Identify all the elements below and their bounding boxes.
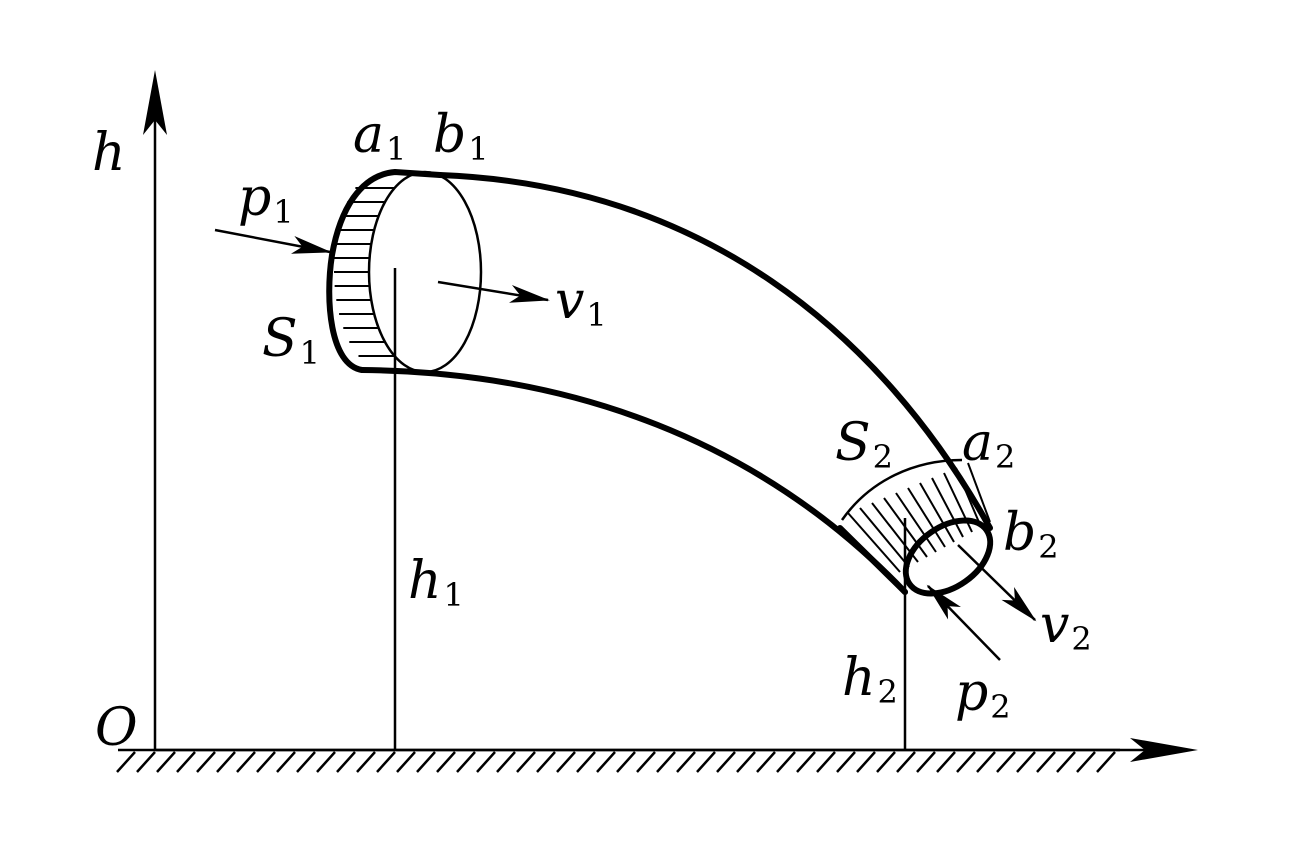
ground-hatch-mark (636, 751, 656, 773)
ground-hatch-mark (596, 751, 616, 773)
ground-hatch-mark (156, 751, 176, 773)
x-axis-arrowhead (1130, 738, 1198, 762)
s2-hatch-line (967, 462, 991, 523)
ground-hatch-mark (656, 751, 676, 773)
ground-hatch-mark (256, 751, 276, 773)
ground-hatch-mark (196, 751, 216, 773)
s2-hatch-line (907, 487, 946, 548)
ground-hatch-mark (536, 751, 556, 773)
s2-hatch-line (955, 467, 982, 528)
s2-hatch-line (931, 477, 964, 538)
ground-hatch-mark (576, 751, 596, 773)
ground-hatch-mark (896, 751, 916, 773)
s2-hatch-line (859, 507, 910, 568)
ground-hatch-mark (236, 751, 256, 773)
v1-arrow (437, 280, 550, 303)
ground-hatch-mark (1096, 751, 1116, 773)
ground-hatch-mark (136, 751, 156, 773)
p2-arrow (926, 584, 1001, 661)
label-v1: v1 (555, 271, 607, 334)
ground-hatch-mark (116, 751, 136, 773)
ground-hatch-mark (396, 751, 416, 773)
v2-arrow (957, 544, 1037, 622)
ground-hatch-mark (616, 751, 636, 773)
tube-top-edge (437, 172, 993, 531)
label-S1: S1 (262, 309, 320, 372)
s2-hatch-line (919, 482, 955, 543)
ground-hatch-mark (1036, 751, 1056, 773)
ground-hatch-mark (716, 751, 736, 773)
ground-hatch-mark (776, 751, 796, 773)
ground-hatch-mark (556, 751, 576, 773)
ground-hatch-mark (816, 751, 836, 773)
ground-hatch-mark (436, 751, 456, 773)
label-h1: h1 (408, 551, 464, 614)
label-b1: b1 (433, 105, 489, 168)
label-O: O (95, 698, 138, 758)
ground-hatch-mark (916, 751, 936, 773)
ground-hatch-mark (1076, 751, 1096, 773)
ground-hatch-mark (956, 751, 976, 773)
label-a1: a1 (353, 105, 406, 168)
label-v2: v2 (1040, 595, 1092, 658)
s1-section (326, 169, 483, 374)
ground-hatch-mark (736, 751, 756, 773)
ground-hatch-mark (996, 751, 1016, 773)
ground-hatch-mark (696, 751, 716, 773)
label-b2: b2 (1003, 503, 1059, 566)
ground-hatch-mark (796, 751, 816, 773)
ground-hatch-mark (276, 751, 296, 773)
ground-hatch-mark (516, 751, 536, 773)
ground-hatch-mark (336, 751, 356, 773)
s2-hatch-line (895, 492, 937, 553)
ground-hatch-mark (936, 751, 956, 773)
ground-hatch-mark (216, 751, 236, 773)
label-h2: h2 (842, 648, 898, 711)
ground-hatch-mark (416, 751, 436, 773)
ground-hatch-mark (856, 751, 876, 773)
tube-bottom-edge (359, 367, 908, 595)
ground-hatch-mark (836, 751, 856, 773)
label-p1: p1 (238, 168, 294, 231)
h-axis-arrowhead (143, 70, 167, 135)
ground-hatch-mark (456, 751, 476, 773)
ground-hatch-mark (876, 751, 896, 773)
p1-arrow (214, 228, 332, 254)
s2-hatch-line (847, 512, 901, 573)
ground-hatch-mark (1056, 751, 1076, 773)
ground-hatch-mark (476, 751, 496, 773)
label-a2: a2 (962, 413, 1015, 476)
ground-hatch-mark (316, 751, 336, 773)
ground-hatch-mark (496, 751, 516, 773)
ground-hatch-mark (976, 751, 996, 773)
ground-hatch (116, 748, 1120, 773)
label-h: h (92, 123, 126, 183)
s2-section (837, 458, 994, 597)
label-p2: p2 (955, 663, 1011, 726)
s2-hatch-line (883, 497, 928, 558)
ground-hatch-mark (1016, 751, 1036, 773)
ground-hatch-mark (376, 751, 396, 773)
ground-hatch-mark (756, 751, 776, 773)
ground-hatch-mark (676, 751, 696, 773)
ground-hatch-mark (296, 751, 316, 773)
ground-hatch-mark (176, 751, 196, 773)
ground-hatch-mark (356, 751, 376, 773)
label-S2: S2 (835, 413, 893, 476)
